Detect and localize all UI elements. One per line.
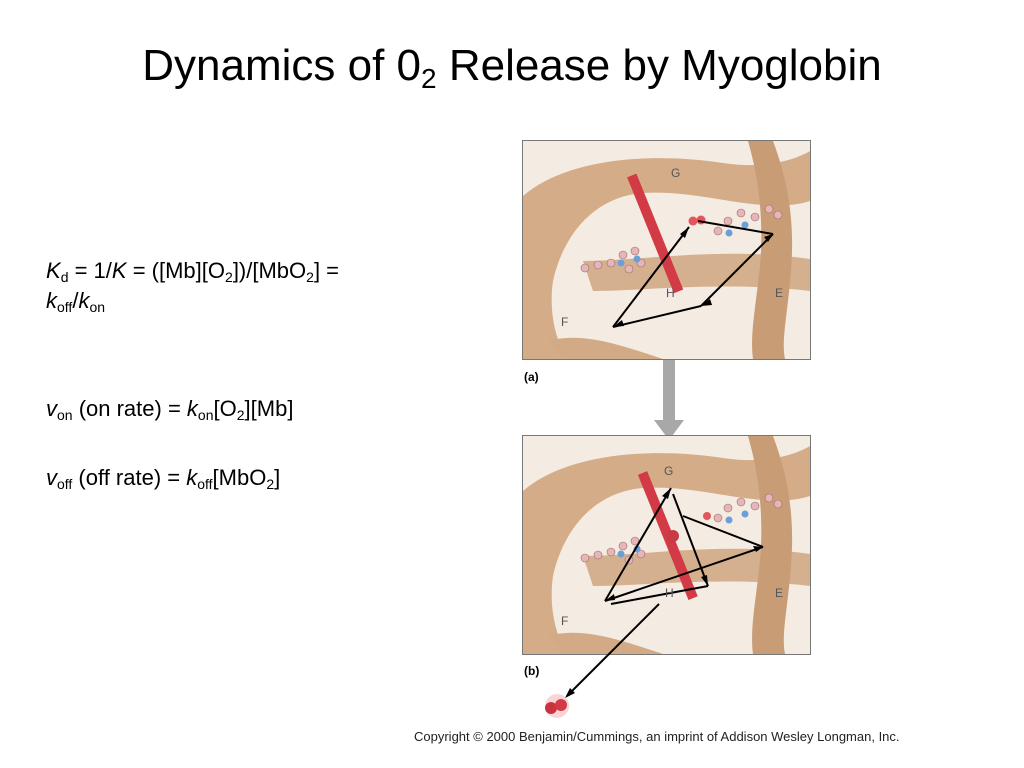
helix-label-f: F (561, 614, 568, 628)
myoglobin-figure-panel-a: G H E F (522, 140, 811, 360)
helix-label-e: E (775, 586, 783, 600)
on-rate-equation: von (on rate) = kon[O2][Mb] (46, 396, 294, 423)
myoglobin-figure-panel-b: G H E F (522, 435, 811, 655)
transition-arrow-icon (654, 360, 684, 440)
dissociation-constant-equation: Kd = 1/K = ([Mb][O2])/[MbO2] = koff/kon (46, 258, 340, 315)
panel-b-label: (b) (524, 664, 540, 678)
myoglobin-structure-illustration-b: G H E F (523, 436, 810, 654)
helix-label-f: F (561, 315, 568, 329)
myoglobin-structure-illustration-a: G H E F (523, 141, 810, 359)
helix-label-h: H (666, 286, 675, 300)
helix-label-h: H (665, 586, 674, 600)
copyright-notice: Copyright © 2000 Benjamin/Cummings, an i… (414, 729, 900, 744)
panel-a-label: (a) (524, 370, 539, 384)
helix-label-g: G (664, 464, 673, 478)
helix-label-g: G (671, 166, 680, 180)
helix-label-e: E (775, 286, 783, 300)
off-rate-equation: voff (off rate) = koff[MbO2] (46, 465, 281, 492)
oxygen-release-arrow-icon (545, 603, 660, 718)
slide-title: Dynamics of 02 Release by Myoglobin (142, 41, 882, 94)
